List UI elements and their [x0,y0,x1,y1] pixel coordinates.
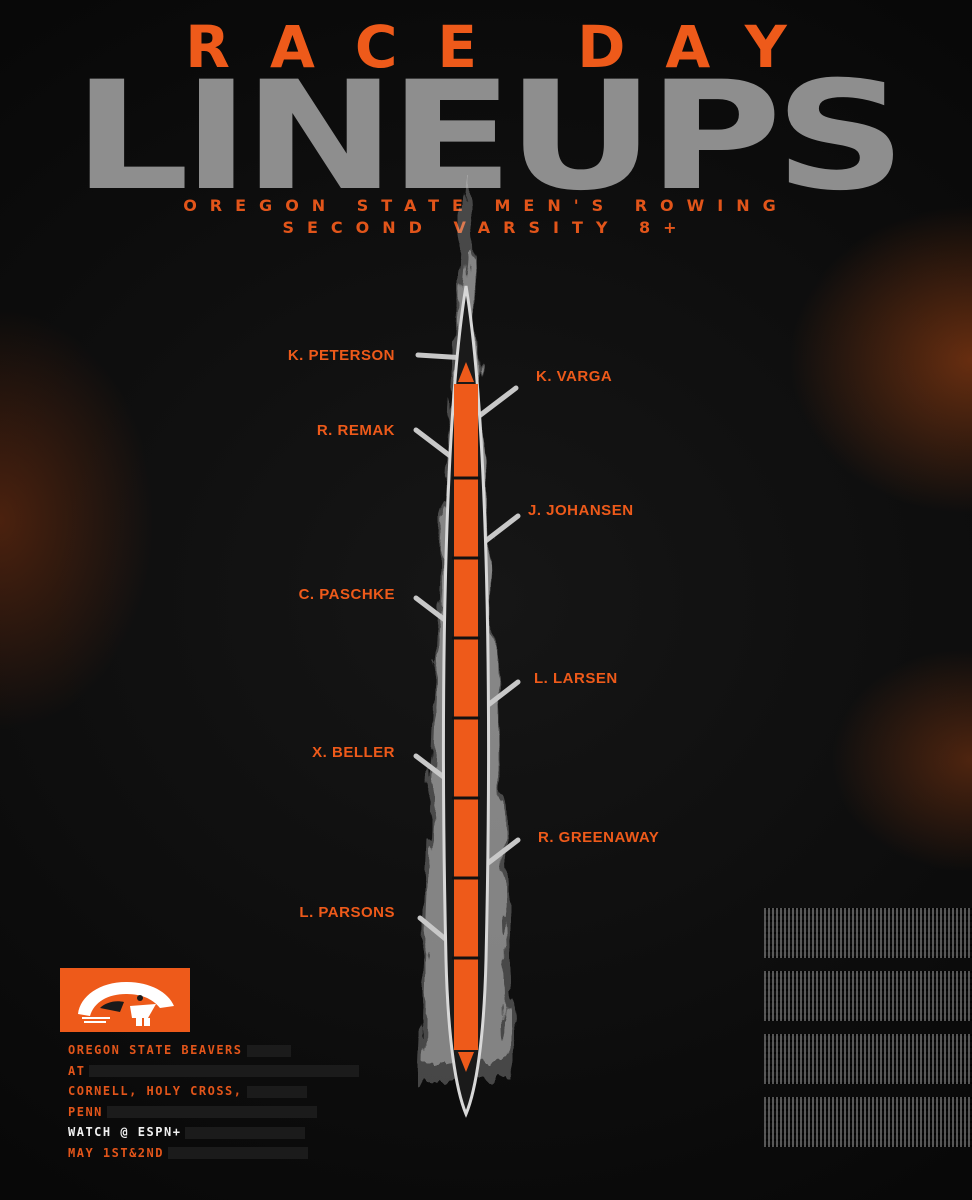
rower-name: R. GREENAWAY [538,829,660,846]
info-watch-line: WATCH @ ESPN+ [68,1122,359,1143]
texture-block [764,971,972,1021]
headline-race-day: RACE DAY [185,13,827,81]
info-opponents-line: PENN [68,1102,359,1123]
rower-name: J. JOHANSEN [528,502,634,519]
rower-name: L. LARSEN [534,670,618,687]
rower-name: K. VARGA [536,368,613,385]
info-opponents-line: CORNELL, HOLY CROSS, [68,1081,359,1102]
info-opponents-1: CORNELL, HOLY CROSS, [68,1084,243,1098]
rower-name: L. PARSONS [299,904,395,921]
info-dates: MAY 1ST&2ND [68,1145,164,1160]
event-info: OREGON STATE BEAVERS AT CORNELL, HOLY CR… [68,1040,360,1164]
beaver-logo [60,968,190,1032]
info-dates-line: MAY 1ST&2ND [68,1143,359,1164]
rower-name: K. PETERSON [287,347,395,364]
info-at: AT [68,1063,86,1078]
headline-lineups: LINEUPS [72,50,906,224]
info-opponents-2: PENN [68,1104,103,1119]
texture-block [764,908,972,958]
decorative-text-texture [764,908,972,1160]
texture-block [764,1034,972,1084]
rower-name: C. PASCHKE [298,586,395,603]
rower-name: R. REMAK [316,422,395,439]
info-team-line: OREGON STATE BEAVERS [68,1040,359,1061]
info-team: OREGON STATE BEAVERS [68,1043,243,1057]
subtitle-boat: SECOND VARSITY 8+ [282,218,690,237]
texture-block [764,1097,972,1147]
rower-name: X. BELLER [312,744,395,761]
beaver-logo-icon [78,982,174,1026]
info-at-line: AT [68,1061,360,1082]
seat-compartments [452,362,480,1072]
subtitle-program: OREGON STATE MEN'S ROWING [183,196,789,215]
info-watch: WATCH @ ESPN+ [68,1125,182,1139]
